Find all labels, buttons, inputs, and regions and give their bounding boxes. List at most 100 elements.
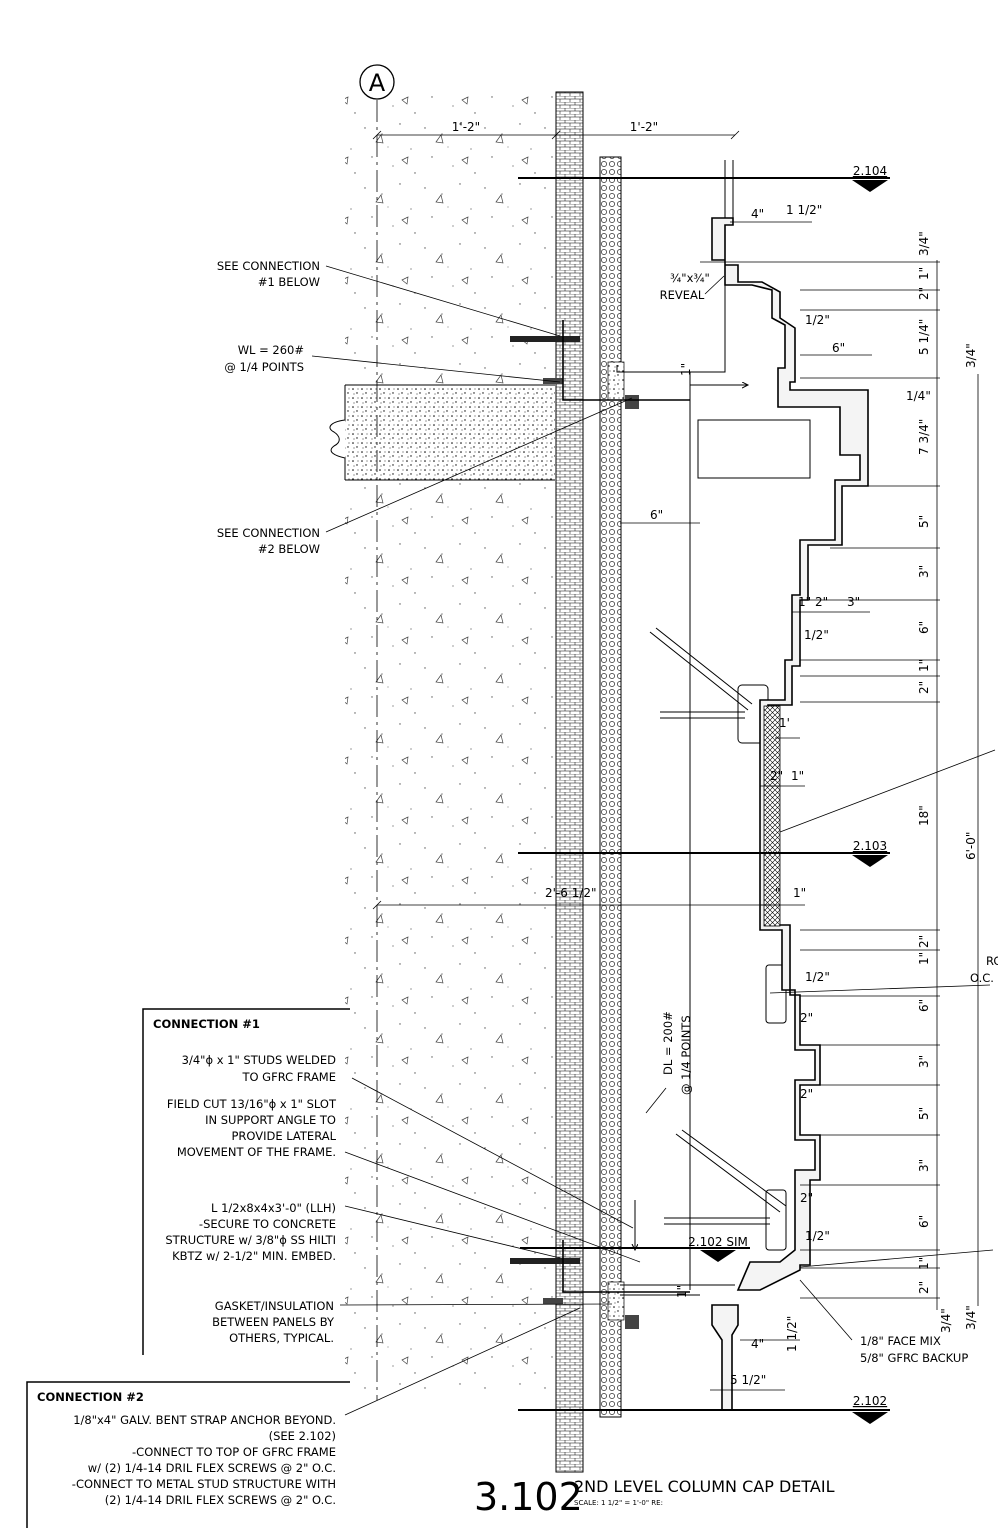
right-dimension-lines <box>936 260 979 1310</box>
svg-text:2": 2" <box>800 1191 813 1205</box>
brick-veneer <box>555 91 584 1473</box>
grid-bubble-label: A <box>369 69 386 97</box>
note-face-a: 1/8" FACE MIX <box>860 1334 941 1348</box>
dim-six-mid: 6" <box>650 508 663 522</box>
note-see-conn2-a: SEE CONNECTION <box>217 526 320 540</box>
connection1-frame <box>142 1008 350 1355</box>
note-reveal-a: ¾"x¾" <box>670 271 710 285</box>
note-see-conn2-b: #2 BELOW <box>258 542 320 556</box>
conn1-note2-a: FIELD CUT 13/16"ϕ x 1" SLOT <box>167 1097 337 1111</box>
grid-bubble <box>359 64 395 100</box>
gfrc-cap-profile <box>711 217 869 1291</box>
svg-text:6": 6" <box>917 1215 931 1228</box>
top-dimension-lines <box>372 130 770 910</box>
conn1-note4-a: GASKET/INSULATION <box>215 1299 334 1313</box>
detail-scale: SCALE: 1 1/2" = 1'-0" RE: <box>574 1499 663 1507</box>
slab-break-line <box>329 385 346 480</box>
svg-text:1": 1" <box>917 952 931 965</box>
concrete-slab-band <box>345 385 555 480</box>
svg-text:2": 2" <box>917 287 931 300</box>
conn1-note4-c: OTHERS, TYPICAL. <box>229 1331 334 1345</box>
svg-text:2": 2" <box>800 1011 813 1025</box>
note-see-conn1-a: SEE CONNECTION <box>217 259 320 273</box>
detail-title: 2ND LEVEL COLUMN CAP DETAIL <box>574 1477 835 1496</box>
svg-text:1": 1" <box>793 886 806 900</box>
svg-text:3": 3" <box>917 1159 931 1172</box>
svg-text:1 1/2": 1 1/2" <box>786 203 822 217</box>
level-markers <box>700 180 888 1424</box>
svg-text:5 1/2": 5 1/2" <box>730 1373 766 1387</box>
dim-one-bot: 1" <box>675 1285 689 1298</box>
conn1-note3-d: KBTZ w/ 2-1/2" MIN. EMBED. <box>172 1249 336 1263</box>
note-wl-b: @ 1/4 POINTS <box>224 360 304 374</box>
svg-text:2": 2" <box>917 681 931 694</box>
cap-dimensions: 4" 1 1/2" 1/2" 1" 2" 3" 1/2" 1' 2" 1" " … <box>710 203 870 1391</box>
note-face-b: 5/8" GFRC BACKUP <box>860 1351 968 1365</box>
conn1-note3-c: STRUCTURE w/ 3/8"ϕ SS HILTI <box>165 1233 336 1247</box>
svg-text:": " <box>775 886 781 900</box>
conn1-note3-b: -SECURE TO CONCRETE <box>199 1217 336 1231</box>
note-see-conn1-b: #1 BELOW <box>258 275 320 289</box>
svg-text:1': 1' <box>779 716 790 730</box>
svg-text:1/2": 1/2" <box>804 628 829 642</box>
svg-text:5": 5" <box>917 1107 931 1120</box>
leader-lines <box>311 265 996 1416</box>
detail-number: 3.102 <box>474 1475 583 1519</box>
svg-text:4": 4" <box>751 1337 764 1351</box>
svg-text:1/2": 1/2" <box>805 1229 830 1243</box>
svg-text:18": 18" <box>917 805 931 826</box>
right-vertical-dimensions: 3/4" 1" 2" 5 1/4" 7 3/4" 5" 3" 6" 1" 2" … <box>700 231 978 1330</box>
level-2102: 2.102 <box>853 1394 887 1408</box>
conn1-note4-b: BETWEEN PANELS BY <box>212 1315 335 1329</box>
connection2-title: CONNECTION #2 <box>37 1390 144 1404</box>
conn1-note3-a: L 1/2x8x4x3'-0" (LLH) <box>211 1201 336 1215</box>
svg-text:4": 4" <box>751 207 764 221</box>
svg-text:1/2": 1/2" <box>805 970 830 984</box>
note-dl-b: @ 1/4 POINTS <box>679 1015 693 1095</box>
svg-text:3": 3" <box>917 565 931 578</box>
svg-text:3": 3" <box>917 1055 931 1068</box>
svg-text:1": 1" <box>917 267 931 280</box>
svg-text:3/4": 3/4" <box>917 231 931 256</box>
svg-text:1/2": 1/2" <box>805 313 830 327</box>
note-reveal-b: REVEAL <box>660 288 705 302</box>
anchor-bolts <box>510 320 690 1329</box>
conn1-note1-b: TO GFRC FRAME <box>241 1070 336 1084</box>
conn2-line-6: (2) 1/4-14 DRIL FLEX SCREWS @ 2" O.C. <box>105 1493 336 1507</box>
dim-overall: 6'-0" <box>964 832 978 860</box>
svg-text:6": 6" <box>917 621 931 634</box>
svg-text:1": 1" <box>917 1257 931 1270</box>
svg-text:5 1/4": 5 1/4" <box>917 319 931 355</box>
conn1-note2-b: IN SUPPORT ANGLE TO <box>205 1113 336 1127</box>
svg-text:5": 5" <box>917 515 931 528</box>
conn2-line-1: 1/8"x4" GALV. BENT STRAP ANCHOR BEYOND. <box>73 1413 336 1427</box>
svg-text:2": 2" <box>917 935 931 948</box>
insulation-layer <box>599 156 622 1418</box>
dim-six-top: 6" <box>832 341 845 355</box>
conn1-note1-a: 3/4"ϕ x 1" STUDS WELDED <box>182 1053 336 1067</box>
level-2104: 2.104 <box>853 164 887 178</box>
svg-text:1 1/2": 1 1/2" <box>785 1316 799 1352</box>
svg-text:3": 3" <box>847 595 860 609</box>
svg-text:1": 1" <box>798 595 811 609</box>
gasket-bottom <box>607 1281 625 1321</box>
dim-top-right: 1'-2" <box>630 120 658 134</box>
conn1-note2-c: PROVIDE LATERAL <box>231 1129 336 1143</box>
conn1-note2-d: MOVEMENT OF THE FRAME. <box>177 1145 336 1159</box>
svg-text:2": 2" <box>815 595 828 609</box>
connection2-frame <box>26 1381 350 1528</box>
note-dl-a: DL = 200# <box>661 1011 675 1075</box>
svg-text:1": 1" <box>917 659 931 672</box>
conn2-line-4: w/ (2) 1/4-14 DRIL FLEX SCREWS @ 2" O.C. <box>88 1461 336 1475</box>
gfrc-crosshatch-panel <box>763 705 781 927</box>
dim-one-top: 1" <box>679 363 693 376</box>
gfrc-frame-lines <box>616 160 811 1296</box>
dim-width: 2'-6 1/2" <box>545 886 597 900</box>
svg-text:7 3/4": 7 3/4" <box>917 419 931 455</box>
conn2-line-3: -CONNECT TO TOP OF GFRC FRAME <box>132 1445 336 1459</box>
note-edge-rc: RC <box>986 954 998 968</box>
svg-text:2": 2" <box>800 1087 813 1101</box>
concrete-column <box>345 92 555 1392</box>
note-edge-oc: O.C. <box>970 971 994 985</box>
